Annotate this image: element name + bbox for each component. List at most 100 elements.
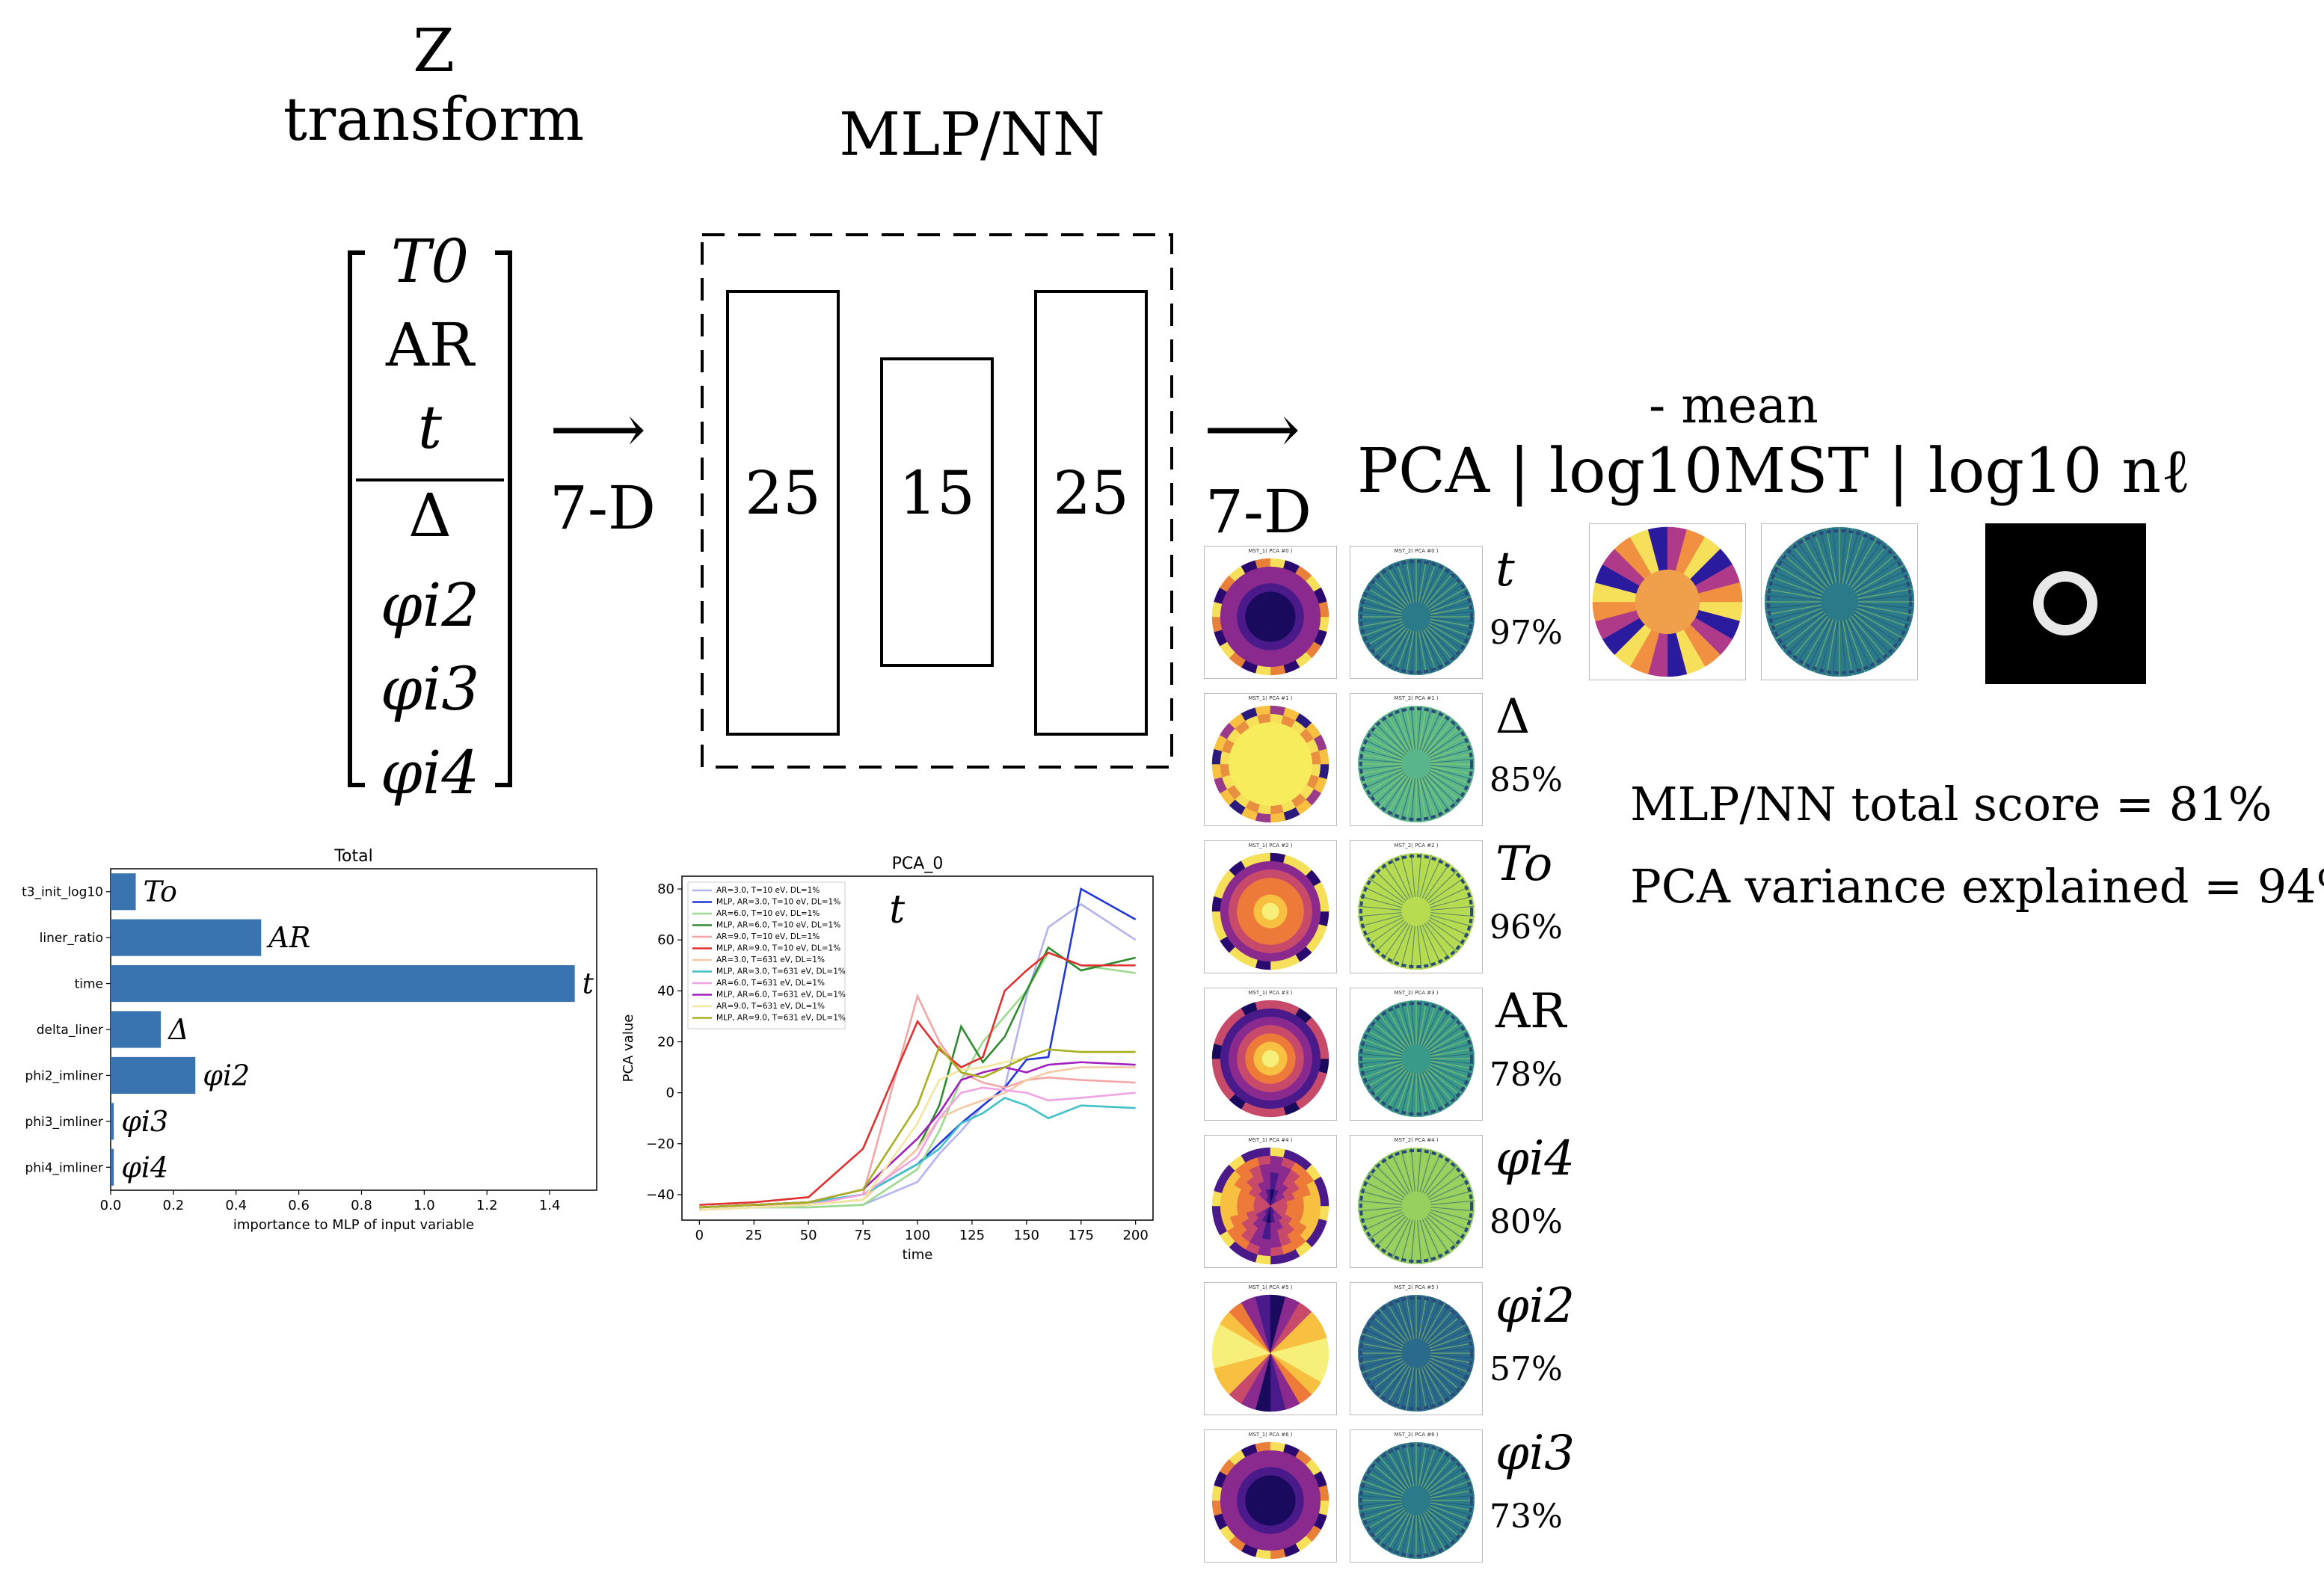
variance-text: PCA variance explained = 94% <box>1630 859 2324 914</box>
vector-item-ar: AR <box>385 310 474 380</box>
line-y-axis-label: PCA value <box>621 1015 636 1083</box>
thumbnail-caption: MST_2( PCA #5 ) <box>1394 1284 1438 1290</box>
layer-box-2 <box>880 357 994 667</box>
component-symbol: AR <box>1495 984 1567 1039</box>
arrow-left-label: 7-D <box>550 473 657 543</box>
importance-bar <box>111 1056 196 1094</box>
vector-item-t: t <box>417 393 443 462</box>
line-x-tick-label: 100 <box>905 1228 930 1243</box>
thumbnail-caption: MST_2( PCA #2 ) <box>1394 843 1438 849</box>
arrow-right-icon: ⟶ <box>1204 390 1301 469</box>
bar-category-label: liner_ratio <box>40 931 103 946</box>
importance-bar <box>111 1103 114 1140</box>
pca-header-title: PCA | log10MST | log10 nℓ <box>1357 436 2191 507</box>
legend-entry: MLP, AR=9.0, T=10 eV, DL=1% <box>716 944 840 953</box>
thumbnail-caption: MST_1( PCA #1 ) <box>1248 695 1292 701</box>
legend-entry: AR=9.0, T=10 eV, DL=1% <box>716 932 820 941</box>
z-transform-heading: Z transform <box>217 16 651 154</box>
line-y-tick-label: −40 <box>646 1187 674 1203</box>
component-percent: 57% <box>1490 1350 1563 1388</box>
mst1-thumbnail: MST_1( PCA #5 ) <box>1204 1282 1337 1415</box>
arrow-right-label: 7-D <box>1205 477 1312 547</box>
line-x-tick-label: 125 <box>959 1228 985 1243</box>
component-symbol: φi4 <box>1495 1131 1575 1186</box>
bar-annotation: t <box>582 967 594 1000</box>
thumbnail-caption: MST_2( PCA #1 ) <box>1394 695 1438 701</box>
line-x-tick-label: 75 <box>855 1228 872 1243</box>
mst1-thumbnail: MST_1( PCA #3 ) <box>1204 988 1337 1121</box>
legend-entry: AR=6.0, T=10 eV, DL=1% <box>716 909 820 918</box>
thumbnail-caption: MST_1( PCA #2 ) <box>1248 843 1292 849</box>
mst2-thumbnail: MST_2( PCA #4 ) <box>1350 1135 1483 1268</box>
legend-entry: AR=6.0, T=631 eV, DL=1% <box>716 979 825 988</box>
z-heading-line2: transform <box>283 84 585 154</box>
line-x-tick-label: 200 <box>1122 1228 1148 1243</box>
mlp-nn-heading: MLP/NN <box>839 99 1105 169</box>
line-x-tick-label: 0 <box>695 1228 704 1243</box>
line-x-tick-label: 175 <box>1069 1228 1094 1243</box>
bar-x-tick-label: 0.0 <box>100 1198 122 1213</box>
mst2-thumbnail: MST_2( PCA #6 ) <box>1350 1429 1483 1563</box>
mst2-thumbnail: MST_2( PCA #2 ) <box>1350 840 1483 973</box>
component-percent: 73% <box>1490 1497 1563 1536</box>
mean-label: - mean <box>1649 377 1819 434</box>
legend-entry: AR=9.0, T=631 eV, DL=1% <box>716 1002 825 1011</box>
line-y-tick-label: 80 <box>657 881 674 897</box>
importance-bar <box>111 965 575 1003</box>
total-score-text: MLP/NN total score = 81% <box>1630 777 2272 831</box>
thumbnail-caption: MST_2( PCA #3 ) <box>1394 990 1438 996</box>
component-percent: 96% <box>1490 908 1563 946</box>
vector-item-phi3: φi3 <box>380 654 480 724</box>
bar-annotation: Δ <box>167 1013 188 1046</box>
component-percent: 97% <box>1490 614 1563 652</box>
thumbnail-caption: MST_2( PCA #0 ) <box>1394 548 1438 554</box>
thumbnail-caption: MST_2( PCA #6 ) <box>1394 1432 1438 1438</box>
thumbnail-caption: MST_1( PCA #5 ) <box>1248 1284 1292 1290</box>
line-y-tick-label: 40 <box>657 983 674 999</box>
line-x-tick-label: 50 <box>800 1228 817 1243</box>
bar-x-tick-label: 1.2 <box>476 1198 498 1213</box>
thumbnail-caption: MST_1( PCA #0 ) <box>1248 548 1292 554</box>
line-x-axis-label: time <box>903 1247 933 1263</box>
mst2-thumbnail: MST_2( PCA #1 ) <box>1350 693 1483 826</box>
density-image <box>1985 523 2146 684</box>
bar-category-label: time <box>75 977 103 992</box>
bar-category-label: phi2_imliner <box>25 1068 103 1083</box>
layer-label-1: 25 <box>745 458 821 528</box>
mst1-thumbnail: MST_1( PCA #1 ) <box>1204 693 1337 826</box>
series-line <box>699 951 1136 1206</box>
legend-entry: MLP, AR=3.0, T=10 eV, DL=1% <box>716 898 840 907</box>
legend-entry: MLP, AR=3.0, T=631 eV, DL=1% <box>716 967 846 976</box>
vector-item-delta: Δ <box>408 481 452 550</box>
bar-category-label: t3_init_log10 <box>22 885 103 900</box>
bar-x-tick-label: 0.4 <box>225 1198 247 1213</box>
mean-pca-image <box>1589 523 1746 680</box>
line-y-tick-label: 20 <box>657 1034 674 1050</box>
bar-x-tick-label: 1.4 <box>539 1198 561 1213</box>
bar-annotation: φi2 <box>203 1059 250 1092</box>
importance-bar <box>111 1011 162 1048</box>
bar-annotation: To <box>144 875 177 908</box>
bar-category-label: phi4_imliner <box>25 1160 103 1175</box>
legend-entry: AR=3.0, T=631 eV, DL=1% <box>716 955 825 964</box>
bar-x-tick-label: 0.8 <box>351 1198 372 1213</box>
input-vector-bracket <box>348 250 512 787</box>
mst2-thumbnail: MST_2( PCA #3 ) <box>1350 988 1483 1121</box>
layer-box-1 <box>726 290 840 736</box>
layer-box-3 <box>1034 290 1148 736</box>
importance-bar <box>111 873 136 911</box>
component-percent: 85% <box>1490 761 1563 799</box>
legend-entry: MLP, AR=9.0, T=631 eV, DL=1% <box>716 1014 846 1023</box>
bar-chart-title: Total <box>333 847 372 866</box>
series-line <box>699 1044 1136 1209</box>
line-y-tick-label: 60 <box>657 932 674 948</box>
legend-entry: MLP, AR=6.0, T=631 eV, DL=1% <box>716 991 846 1000</box>
thumbnail-caption: MST_2( PCA #4 ) <box>1394 1137 1438 1143</box>
mst1-thumbnail: MST_1( PCA #6 ) <box>1204 1429 1337 1563</box>
line-x-tick-label: 150 <box>1014 1228 1039 1243</box>
